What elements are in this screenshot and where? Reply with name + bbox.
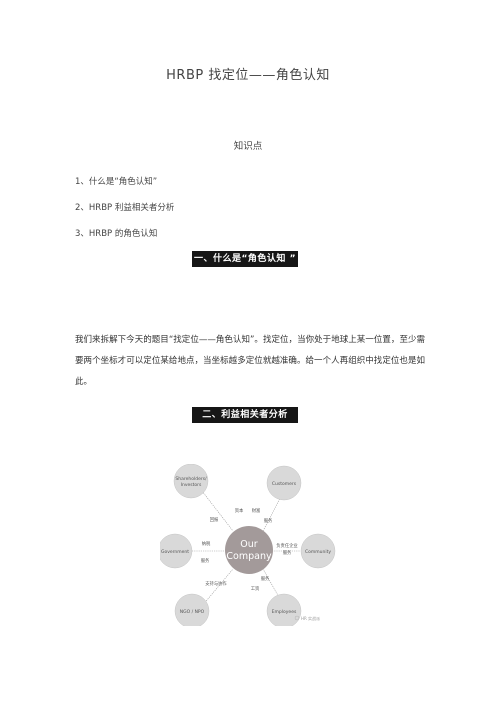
rel-labor: 服务 <box>261 575 270 582</box>
watermark-text: HR 实战派 <box>301 615 320 621</box>
toc-item-1: 1、什么是“角色认知” <box>75 177 158 187</box>
rel-salary: 工资 <box>251 585 260 592</box>
node-our-company <box>225 526 273 574</box>
center-label-line1: Our <box>240 539 257 550</box>
label-customers: Customers <box>272 481 297 487</box>
node-shareholders <box>173 464 209 499</box>
knowledge-heading: 知识点 <box>233 141 263 152</box>
center-label-line2: Company <box>226 551 272 562</box>
page-title: HRBP 找定位——角色认知 <box>166 68 330 83</box>
link-ngo <box>201 568 234 607</box>
label-shareholders-2: Investors <box>181 482 202 488</box>
rel-capital: 资本 <box>235 507 244 514</box>
node-customers <box>266 465 302 501</box>
toc-item-2: 2、HRBP 利益相关者分析 <box>75 203 175 213</box>
rel-tax: 纳税 <box>202 540 211 547</box>
label-government: Government <box>161 549 189 555</box>
intro-paragraph: 我们来拆解下今天的题目“找定位——角色认知”。找定位，当你处于地球上某一位置，至… <box>75 335 425 387</box>
label-ngo: NGO / NPO <box>180 609 205 615</box>
toc-item-3: 3、HRBP 的角色认知 <box>75 229 158 239</box>
rel-service-community: 服务 <box>283 549 292 556</box>
node-ngo <box>174 593 210 626</box>
rel-social-responsibility: 负责任企业 <box>276 542 298 549</box>
link-shareholders <box>201 490 234 532</box>
rel-wealth: 财富 <box>252 507 261 514</box>
rel-service-customers: 服务 <box>264 517 273 524</box>
section-banner-1: 一、什么是“角色认知 ” <box>192 251 298 267</box>
label-community: Community <box>305 549 331 555</box>
rel-support: 支持与协作 <box>205 580 227 587</box>
section-banner-2: 二、利益相关者分析 <box>192 407 298 423</box>
node-government <box>160 533 193 569</box>
node-employees <box>266 593 302 626</box>
rel-service-gov: 服务 <box>201 557 210 564</box>
node-community <box>300 533 336 569</box>
rel-return: 回报 <box>210 516 219 523</box>
stakeholder-diagram-svg: Our Company Shareholders/ Investors Cust… <box>160 464 336 626</box>
stakeholder-diagram: Our Company Shareholders/ Investors Cust… <box>160 464 336 626</box>
watermark-icon <box>294 615 300 621</box>
label-employees: Employees <box>272 609 297 615</box>
label-shareholders-1: Shareholders/ <box>175 476 207 482</box>
